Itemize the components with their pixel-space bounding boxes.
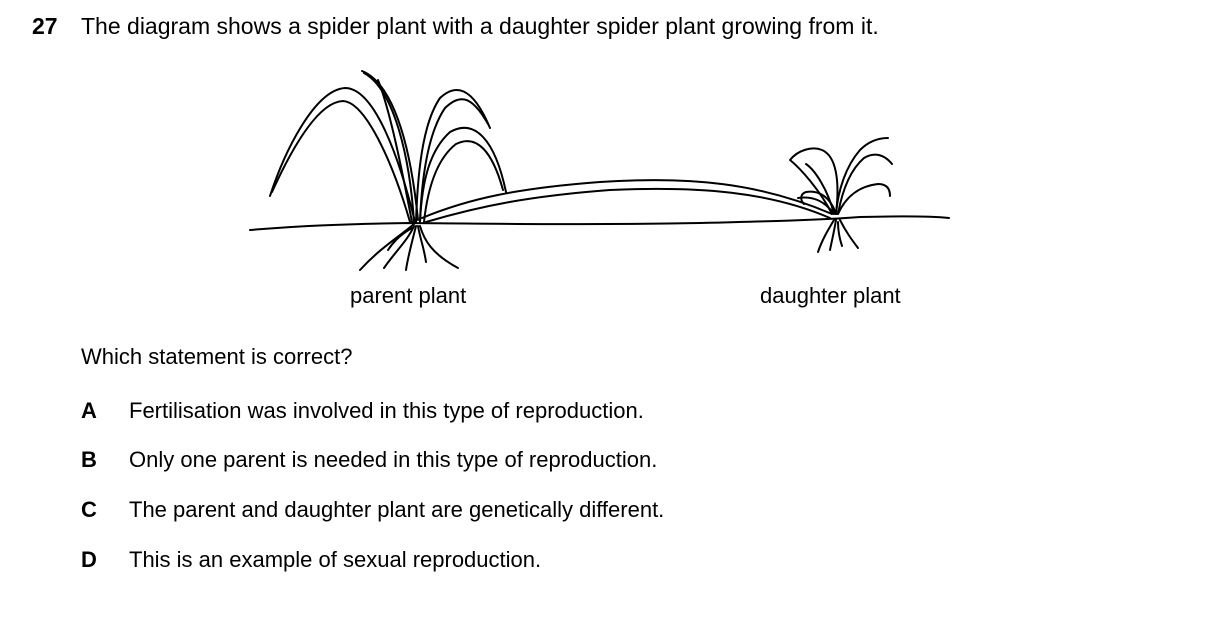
label-daughter-plant: daughter plant: [760, 283, 901, 308]
option-b[interactable]: B Only one parent is needed in this type…: [0, 445, 900, 475]
parent-plant-roots: [359, 223, 459, 271]
daughter-plant-roots: [817, 219, 859, 253]
option-a[interactable]: A Fertilisation was involved in this typ…: [0, 396, 900, 426]
ground-line: [249, 215, 950, 231]
question-prompt: Which statement is correct?: [81, 344, 353, 369]
option-text: This is an example of sexual reproductio…: [129, 547, 542, 572]
question-stem: The diagram shows a spider plant with a …: [81, 13, 879, 39]
question-number: 27: [32, 13, 58, 39]
parent-plant-leaves: [269, 70, 507, 223]
label-parent-plant: parent plant: [350, 283, 467, 308]
option-text: The parent and daughter plant are geneti…: [129, 497, 665, 522]
option-text: Only one parent is needed in this type o…: [129, 447, 658, 472]
runner-stem-inner: [425, 187, 831, 223]
option-text: Fertilisation was involved in this type …: [129, 398, 644, 423]
option-letter: D: [81, 547, 97, 572]
option-letter: B: [81, 447, 97, 472]
runner-stem: [421, 179, 833, 219]
option-letter: C: [81, 497, 97, 522]
option-c[interactable]: C The parent and daughter plant are gene…: [0, 495, 900, 525]
daughter-plant-leaves: [789, 137, 893, 215]
option-d[interactable]: D This is an example of sexual reproduct…: [0, 545, 900, 575]
option-letter: A: [81, 398, 97, 423]
